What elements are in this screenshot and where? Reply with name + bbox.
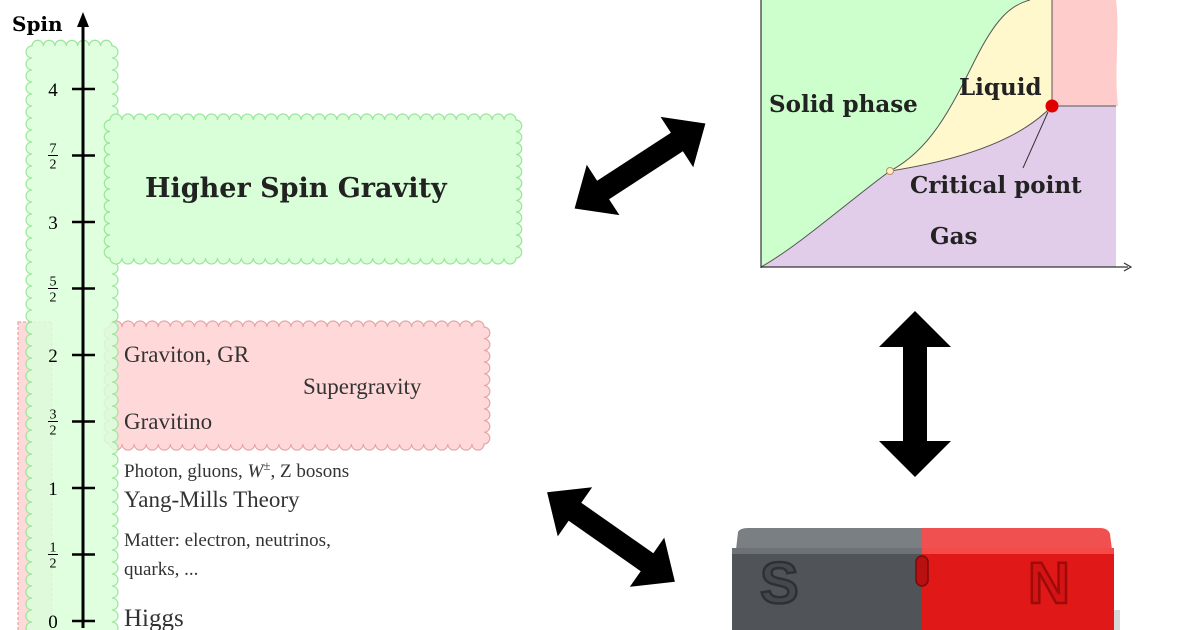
higher-spin-title: Higher Spin Gravity xyxy=(145,173,448,204)
supercritical-region xyxy=(1052,0,1118,106)
spin-tick-label: 2 xyxy=(48,346,58,367)
magnet-notch xyxy=(915,555,929,587)
critical-point-pointer xyxy=(1022,111,1049,169)
spin-tick-label-numerator: 5 xyxy=(50,275,57,290)
spin-tick-label-denominator: 2 xyxy=(50,158,57,173)
spin-axis-arrowhead xyxy=(77,12,89,27)
magnet-n-letter: N xyxy=(1028,551,1070,616)
sublimation-curve xyxy=(760,170,891,268)
spin-tick-label-denominator: 2 xyxy=(50,557,57,572)
magnet-top-left xyxy=(736,528,922,550)
liquid-label: Liquid xyxy=(959,74,1042,101)
higher-spin-region xyxy=(25,39,523,630)
higher-spin-column xyxy=(25,39,119,630)
spin-tick-label: 3 xyxy=(48,213,58,234)
matter-label-line2: quarks, ... xyxy=(124,559,198,580)
solid-label: Solid phase xyxy=(769,91,918,118)
spin-axis-label: Spin xyxy=(12,12,63,36)
spin-tick-label: 1 xyxy=(48,479,58,500)
gravitino-label: Gravitino xyxy=(124,409,212,434)
gas-region xyxy=(761,106,1116,267)
matter-label-line1: Matter: electron, neutrinos, xyxy=(124,530,331,551)
spin-tick-label: 4 xyxy=(48,80,58,101)
magnet-top-right xyxy=(922,528,1112,550)
yang-mills-label: Yang-Mills Theory xyxy=(124,487,300,512)
critical-point xyxy=(1045,99,1059,113)
spin-tick-label-numerator: 1 xyxy=(50,541,57,556)
vaporization-curve xyxy=(889,105,1053,172)
spin-tick-label-numerator: 7 xyxy=(50,142,57,157)
graviton-label: Graviton, GR xyxy=(124,342,250,367)
gravity-box-shape xyxy=(103,320,491,451)
supergravity-label: Supergravity xyxy=(303,374,422,399)
higgs-label: Higgs xyxy=(124,605,184,630)
critical-label: Critical point xyxy=(910,172,1082,199)
higher-spin-to-phase-arrow xyxy=(574,116,706,216)
magnet-north-half xyxy=(922,548,1114,630)
magnet-south-half xyxy=(732,548,922,630)
spin-tick-label-denominator: 2 xyxy=(50,291,57,306)
spin-tick-label-numerator: 3 xyxy=(50,408,57,423)
magnet-s-letter: S xyxy=(760,551,799,616)
liquid-region xyxy=(890,0,1052,171)
triple-point xyxy=(886,167,894,175)
spin-tick-label-denominator: 2 xyxy=(50,424,57,439)
spin-tick-label: 0 xyxy=(48,612,58,630)
gauge-bosons-label: Photon, gluons, W±, Z bosons xyxy=(124,458,349,482)
bar-magnet: S N xyxy=(732,528,1120,630)
gas-label: Gas xyxy=(930,223,978,250)
phase-to-magnet-arrow xyxy=(879,311,951,477)
phase-diagram: Solid phase Liquid Critical point Gas xyxy=(760,0,1133,272)
low-spin-to-magnet-arrow xyxy=(547,487,675,587)
melting-curve xyxy=(889,0,1031,172)
higher-spin-box xyxy=(103,113,523,265)
